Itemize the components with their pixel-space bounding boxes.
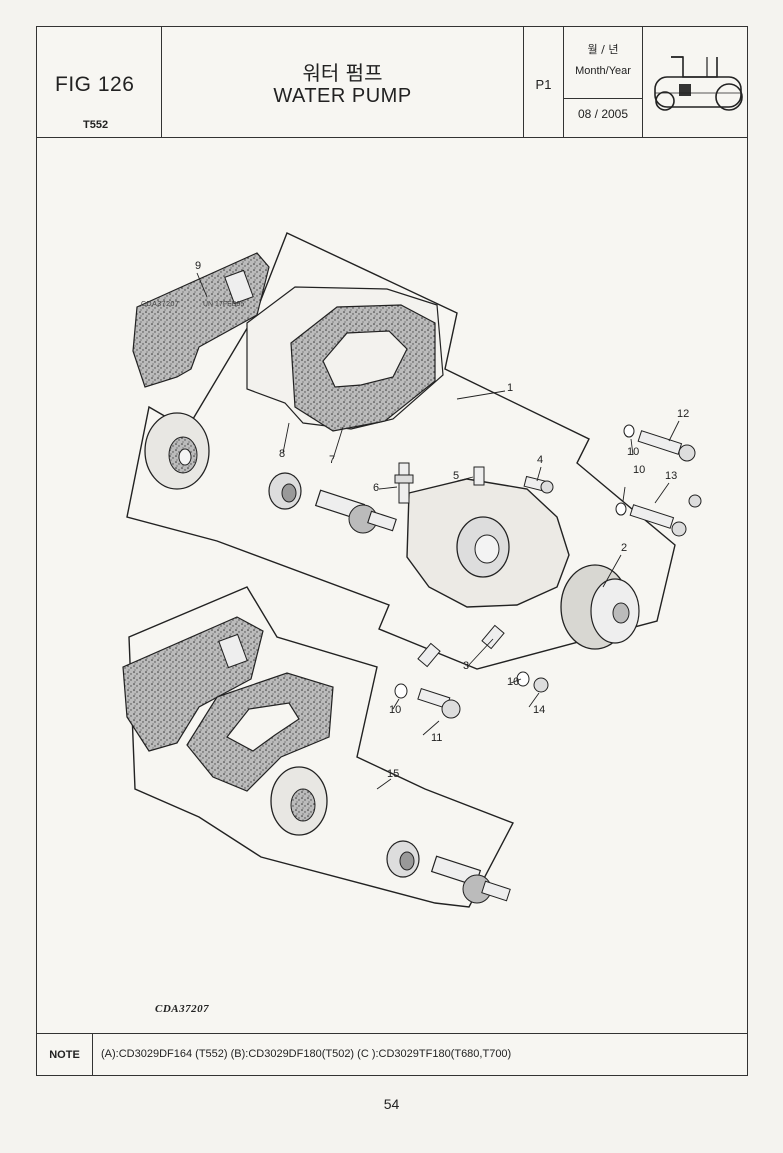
model-code: T552 (83, 119, 109, 131)
impeller-hub-upper (144, 412, 210, 490)
bolt-12 (637, 430, 696, 462)
callout-3: 3 (463, 660, 469, 672)
stud-4 (523, 475, 554, 494)
callout-9: 9 (195, 260, 201, 272)
callout-1: 1 (507, 382, 513, 394)
callout-11: 11 (431, 732, 442, 744)
dowel-3 (417, 624, 505, 668)
note-row: NOTE (A):CD3029DF164 (T552) (B):CD3029DF… (37, 1033, 747, 1076)
callout-10: 10 (633, 464, 645, 476)
callout-5: 5 (453, 470, 459, 482)
callout-10: 10 (627, 446, 639, 458)
page-number: 54 (383, 1096, 400, 1112)
impeller-hub-lower (270, 766, 328, 836)
parts-sheet: FIG 126 T552 워터 펌프 WATER PUMP P1 월 / 년 M… (36, 26, 748, 1076)
drawing-code-mark: CDA37207 (155, 1003, 210, 1015)
date-label-korean: 월 / 년 (587, 43, 619, 56)
note-label: NOTE (37, 1034, 93, 1076)
washer-10-c (394, 683, 408, 699)
title-korean: 워터 펌프 (302, 61, 383, 85)
callout-10: 10 (389, 704, 401, 716)
title-english: WATER PUMP (273, 85, 412, 107)
figure-cell: FIG 126 T552 (37, 27, 162, 137)
seal-and-shaft-upper (268, 472, 397, 534)
seal-and-shaft-lower (386, 840, 511, 904)
figure-number: FIG 126 (55, 73, 135, 96)
page-code: P1 (535, 77, 552, 92)
callout-10: 10 (507, 676, 519, 688)
note-text: (A):CD3029DF164 (T552) (B):CD3029DF180(T… (101, 1048, 512, 1060)
washer-10-b (615, 502, 627, 516)
callout-15: 15 (387, 768, 399, 780)
callout-8: 8 (279, 448, 285, 460)
date-value: 08 / 2005 (577, 107, 629, 121)
kit-outline-lower (128, 586, 514, 908)
callout-6: 6 (373, 482, 379, 494)
callout-2: 2 (621, 542, 627, 554)
page-cell: P1 (524, 27, 564, 137)
callout-4: 4 (537, 454, 543, 466)
bolt-11 (417, 687, 461, 719)
bolt-13 (629, 504, 687, 537)
washer-10-a (623, 424, 635, 438)
exploded-view-drawing: CDA37207 UN 17FEB95 (37, 137, 747, 1033)
callout-13: 13 (665, 470, 677, 482)
gasket-7 (290, 304, 436, 432)
pulley-2 (560, 564, 640, 650)
nut-14 (533, 677, 549, 693)
drawing-reference-code: CDA37207 (141, 301, 180, 308)
sensor-6 (394, 462, 414, 504)
date-cell: 월 / 년 Month/Year 08 / 2005 (564, 27, 643, 137)
date-label-english: Month/Year (575, 65, 631, 77)
callout-12: 12 (677, 408, 689, 420)
drawing-date-stamp: UN 17FEB95 (203, 301, 245, 308)
gasket-lower (186, 672, 334, 792)
header-block: FIG 126 T552 워터 펌프 WATER PUMP P1 월 / 년 M… (37, 27, 747, 138)
title-cell: 워터 펌프 WATER PUMP (162, 27, 524, 137)
gasket-plate-lower (122, 616, 264, 752)
tractor-icon (654, 56, 743, 111)
washer-10-d (516, 671, 530, 687)
callout-7: 7 (329, 454, 335, 466)
plug-5 (473, 466, 485, 486)
date-label-box: 월 / 년 Month/Year (564, 27, 642, 99)
nut-13 (688, 494, 702, 508)
callout-14: 14 (533, 704, 545, 716)
logo-cell (643, 27, 747, 137)
